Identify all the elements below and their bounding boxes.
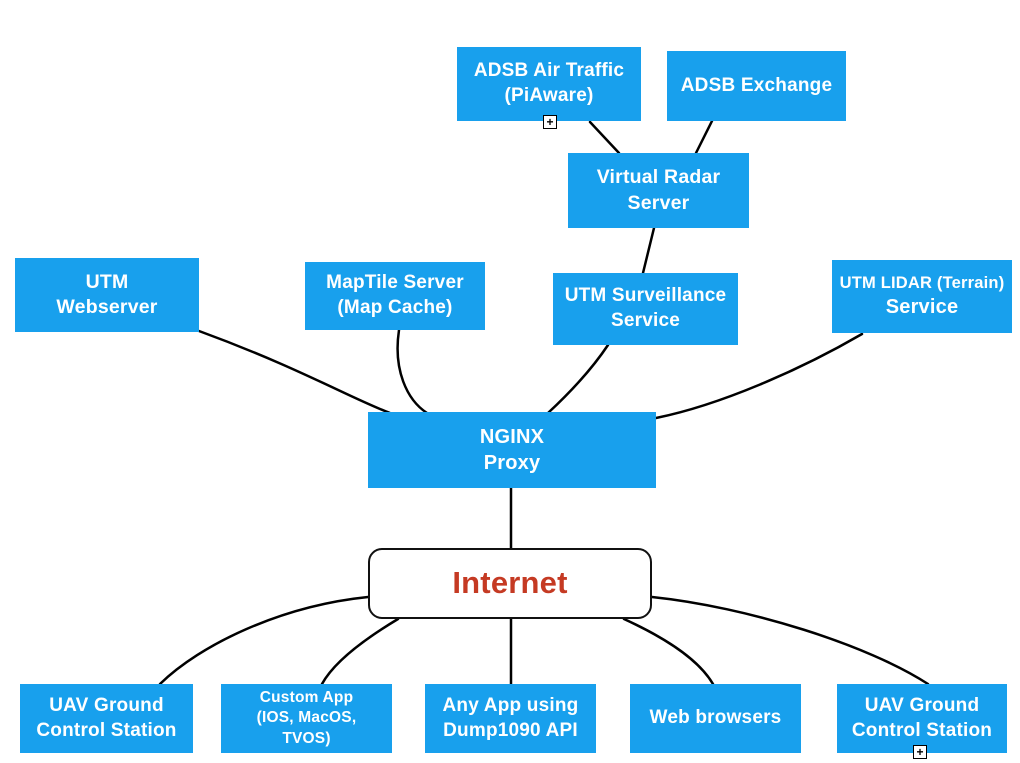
edge-utm-surveillance--nginx-proxy [546,343,610,415]
plus-square-icon[interactable]: + [913,745,927,759]
node-label: Server [627,191,690,214]
edge-internet--custom-app [320,617,400,686]
node-label: TVOS) [282,729,331,747]
node-label: Any App using [442,694,579,716]
node-label: NGINX [479,426,545,448]
node-label: Webserver [56,296,158,318]
node-label: ADSB Air Traffic [473,60,625,82]
node-custom-app: Custom App (IOS, MacOS, TVOS) [221,684,392,753]
node-label: (IOS, MacOS, [256,709,357,727]
edge-internet--web-browsers [622,617,715,686]
edge-internet--uav-gcs-left [158,595,370,686]
node-nginx-proxy: NGINX Proxy [368,412,656,488]
node-label: Dump1090 API [443,719,578,741]
node-adsb-air-traffic: ADSB Air Traffic (PiAware) [457,47,641,121]
node-label: Internet [452,565,568,601]
plus-square-icon[interactable]: + [543,115,557,129]
edge-adsb-exchange--virtual-radar-server [694,119,714,155]
node-label: Service [610,310,680,331]
edge-utm-lidar--nginx-proxy [654,332,864,420]
node-label: UTM Surveillance [564,285,727,307]
node-utm-webserver: UTM Webserver [15,258,199,332]
edge-internet--uav-gcs-right [650,595,930,686]
node-label: UAV Ground [49,694,164,716]
node-utm-lidar: UTM LIDAR (Terrain) Service [832,260,1012,333]
node-maptile-server: MapTile Server (Map Cache) [305,262,485,330]
node-label: Service [885,296,959,319]
edge-virtual-radar-server--utm-surveillance [641,226,656,275]
node-label: (PiAware) [504,85,594,106]
node-label: UTM LIDAR (Terrain) [839,273,1005,292]
node-label: Custom App [259,689,354,707]
edge-utm-webserver--nginx-proxy [197,329,392,415]
node-label: UAV Ground [864,694,980,716]
node-label: Virtual Radar [596,166,721,189]
node-label: (Map Cache) [337,297,453,318]
node-web-browsers: Web browsers [630,684,801,753]
edge-maptile-server--nginx-proxy [396,328,429,415]
node-label: Proxy [483,452,541,474]
node-internet: Internet [368,548,652,619]
node-label: Web browsers [649,707,782,729]
node-label: MapTile Server [326,272,464,294]
node-label: Control Station [36,719,177,741]
node-label: Control Station [851,719,993,741]
node-label: UTM [85,270,129,293]
node-label: ADSB Exchange [680,74,833,96]
edge-adsb-air-traffic--virtual-radar-server [588,120,621,155]
node-adsb-exchange: ADSB Exchange [667,51,846,121]
